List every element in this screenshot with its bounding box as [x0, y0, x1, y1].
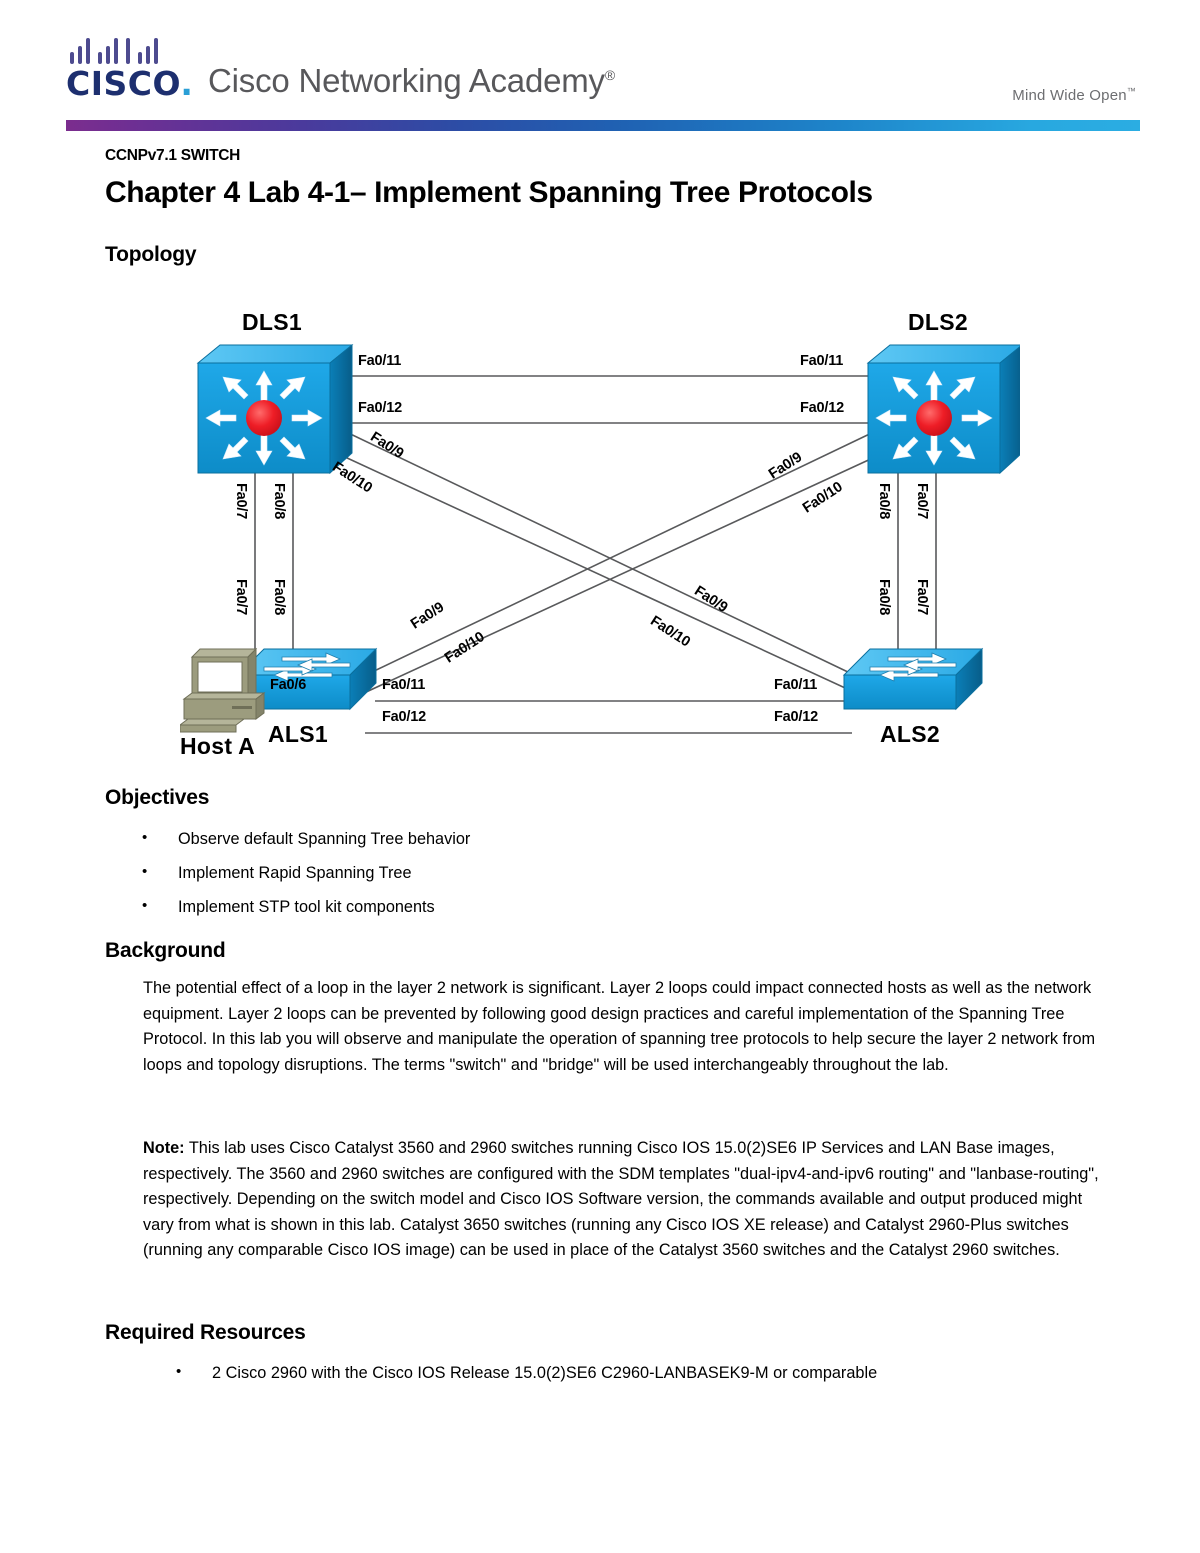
- port-label-dls1-fa12: Fa0/12: [358, 400, 402, 416]
- academy-title-text: Cisco Networking Academy: [208, 62, 605, 99]
- node-hosta-icon: [180, 647, 266, 733]
- list-item: • 2 Cisco 2960 with the Cisco IOS Release…: [176, 1362, 1112, 1384]
- objective-text: Implement STP tool kit components: [178, 898, 435, 916]
- port-label-als2-fa12: Fa0/12: [774, 709, 818, 725]
- node-dls1-icon: [196, 343, 354, 475]
- port-label-dls2-fa11: Fa0/11: [800, 353, 844, 369]
- bullet-icon: •: [142, 863, 148, 880]
- list-item: • Observe default Spanning Tree behavior: [142, 828, 978, 850]
- page-header: CISCO. Cisco Networking Academy® Mind Wi…: [0, 0, 1200, 136]
- course-code: CCNPv7.1 SWITCH: [105, 147, 241, 164]
- node-label-als2: ALS2: [880, 721, 940, 747]
- node-label-als1: ALS1: [268, 721, 328, 747]
- port-label-als2-fa11: Fa0/11: [774, 677, 818, 693]
- trademark-mark-icon: ™: [1126, 86, 1136, 96]
- bullet-icon: •: [142, 829, 148, 846]
- objective-text: Implement Rapid Spanning Tree: [178, 864, 412, 882]
- background-paragraph: The potential effect of a loop in the la…: [143, 979, 1096, 1074]
- port-label-als1-fa7: Fa0/7: [233, 579, 249, 616]
- node-als1-icon: [236, 647, 378, 711]
- heading-objectives: Objectives: [105, 786, 210, 809]
- cisco-bridge-bars-icon: [70, 38, 182, 64]
- node-als2-icon: [842, 647, 984, 711]
- tagline-text: Mind Wide Open: [1012, 87, 1127, 104]
- port-label-dls2-fa12: Fa0/12: [800, 400, 844, 416]
- list-item: • Implement Rapid Spanning Tree: [142, 862, 978, 884]
- heading-required-resources: Required Resources: [105, 1321, 306, 1344]
- cisco-wordmark-text: CISCO: [66, 64, 181, 103]
- heading-topology: Topology: [105, 243, 197, 266]
- bullet-icon: •: [176, 1363, 182, 1380]
- objective-text: Observe default Spanning Tree behavior: [178, 830, 471, 848]
- port-label-als1-fa12: Fa0/12: [382, 709, 426, 725]
- port-label-als1-fa8: Fa0/8: [271, 579, 287, 616]
- link-dls2-als1-fa10: [363, 450, 889, 694]
- link-dls1-als2-fa9: [339, 428, 851, 674]
- port-label-dls2-fa8: Fa0/8: [876, 483, 892, 520]
- resource-text: 2 Cisco 2960 with the Cisco IOS Release …: [212, 1364, 878, 1382]
- node-label-dls1: DLS1: [242, 309, 302, 335]
- header-gradient-rule: [66, 120, 1140, 131]
- topology-links: [254, 375, 937, 734]
- tagline: Mind Wide Open™: [1012, 86, 1136, 104]
- link-dls2-als1-fa9: [369, 428, 881, 674]
- port-label-dls1-fa8: Fa0/8: [271, 483, 287, 520]
- bullet-icon: •: [142, 897, 148, 914]
- port-label-als2-fa8: Fa0/8: [876, 579, 892, 616]
- page-title: Chapter 4 Lab 4-1– Implement Spanning Tr…: [105, 176, 873, 209]
- heading-background: Background: [105, 939, 226, 962]
- background-note: Note: This lab uses Cisco Catalyst 3560 …: [143, 1136, 1106, 1264]
- objectives-list: •Observe default Spanning Tree behavior …: [142, 828, 978, 930]
- port-label-als2-fa7: Fa0/7: [914, 579, 930, 616]
- port-label-als1-fa6: Fa0/6: [270, 677, 307, 693]
- cisco-logo: CISCO.: [66, 38, 193, 108]
- academy-title: Cisco Networking Academy®: [208, 62, 615, 100]
- cisco-wordmark-dot: .: [180, 64, 194, 103]
- list-item: • Implement STP tool kit components: [142, 896, 978, 918]
- note-label: Note:: [143, 1139, 185, 1157]
- note-text: This lab uses Cisco Catalyst 3560 and 29…: [143, 1139, 1099, 1259]
- registered-mark-icon: ®: [604, 67, 615, 83]
- node-label-hosta: Host A: [180, 733, 256, 759]
- port-label-als1-fa11: Fa0/11: [382, 677, 426, 693]
- port-label-dls2-fa7: Fa0/7: [914, 483, 930, 520]
- node-label-dls2: DLS2: [908, 309, 968, 335]
- node-dls2-icon: [866, 344, 1020, 475]
- port-label-dls1-fa11: Fa0/11: [358, 353, 402, 369]
- topology-canvas: [180, 343, 1020, 734]
- link-dls1-als2-fa10: [331, 450, 857, 694]
- cisco-wordmark: CISCO.: [66, 64, 193, 103]
- network-topology-diagram: DLS1 DLS2 ALS1 ALS2 Host A Fa0/11 Fa0/11…: [180, 301, 1020, 771]
- required-resources-list: • 2 Cisco 2960 with the Cisco IOS Release…: [176, 1362, 1112, 1396]
- port-label-dls1-fa7: Fa0/7: [233, 483, 249, 520]
